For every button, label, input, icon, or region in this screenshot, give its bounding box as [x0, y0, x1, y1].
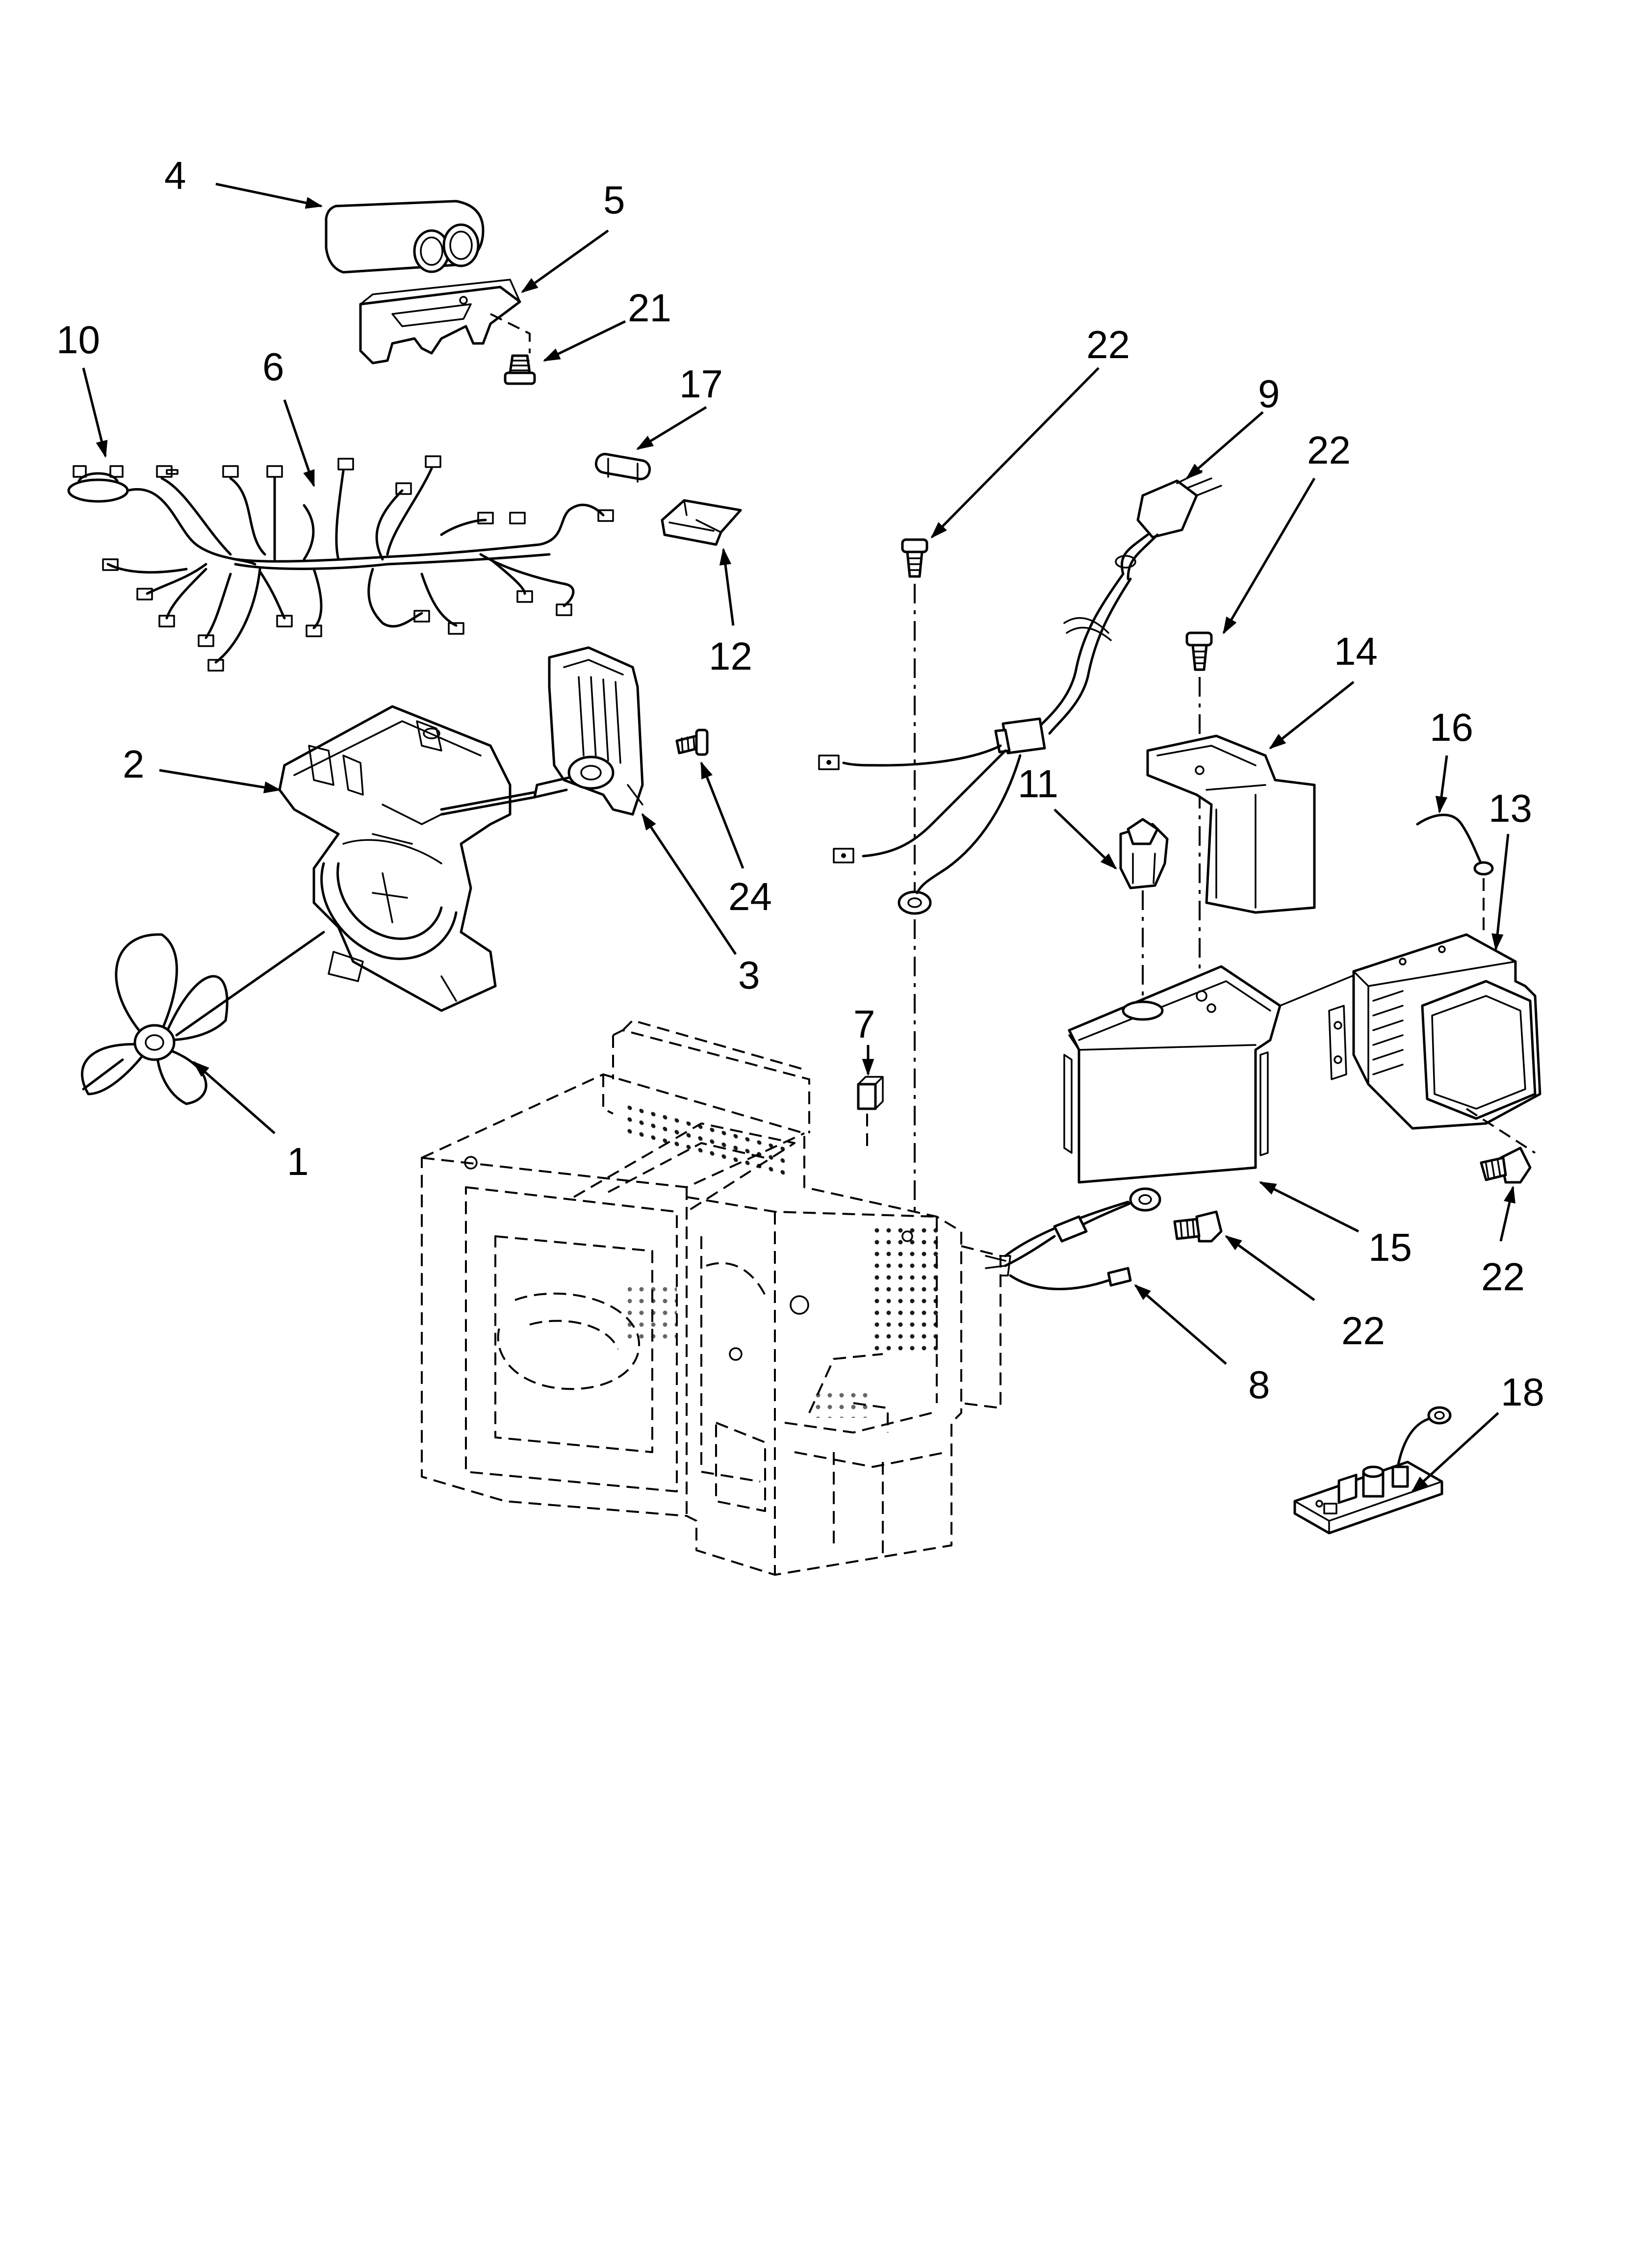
leader-22a	[930, 367, 1100, 539]
microwave-cavity-outline	[421, 1019, 1001, 1576]
callout-21: 21	[628, 286, 671, 330]
callout-8: 8	[1248, 1363, 1270, 1407]
leader-10	[82, 367, 108, 458]
callout-15: 15	[1368, 1225, 1412, 1269]
callout-4: 4	[164, 154, 186, 197]
transformer-part	[1328, 933, 1541, 1154]
callout-6: 6	[262, 345, 284, 389]
leader-3	[641, 813, 737, 955]
fuse-part	[594, 453, 651, 483]
screw-22d-part	[1173, 1210, 1223, 1243]
fan-housing-part	[278, 705, 512, 1012]
leader-18	[1411, 1412, 1499, 1493]
leader-11	[1053, 808, 1117, 870]
leader-9	[1185, 411, 1264, 480]
hv-part-11	[1119, 818, 1169, 1006]
leader-22d	[1225, 1235, 1315, 1302]
callout-2: 2	[123, 742, 145, 786]
callout-22a: 22	[1086, 323, 1130, 366]
screw-22a-part	[898, 538, 932, 1217]
leader-2	[159, 769, 282, 794]
leader-24	[700, 761, 744, 869]
callout-22b: 22	[1307, 428, 1351, 472]
screw-24-part	[675, 729, 709, 756]
callout-1: 1	[287, 1140, 309, 1183]
callout-14: 14	[1334, 629, 1378, 673]
callout-12: 12	[709, 634, 752, 678]
leader-12	[719, 547, 735, 626]
fan-blade-part	[81, 931, 325, 1105]
capacitor-bracket-part	[359, 279, 531, 365]
callout-22c: 22	[1481, 1255, 1525, 1299]
leader-22c	[1499, 1185, 1515, 1242]
callout-17: 17	[679, 362, 723, 406]
bracket-14-part	[1146, 734, 1316, 914]
connector-7-part	[857, 1076, 884, 1153]
thermal-cutoff-part	[67, 465, 129, 503]
callout-9: 9	[1258, 372, 1280, 416]
callout-labels: 4 5 21 10 6 17 12 22 9 22 14 16 13 11 2 …	[56, 154, 1544, 1414]
leader-15	[1258, 1181, 1360, 1233]
wire-harness-part	[102, 455, 614, 672]
leader-6	[283, 399, 315, 488]
fan-motor-part	[440, 646, 644, 816]
power-cord-part	[818, 470, 1222, 894]
screw-22c-part	[1480, 1147, 1532, 1184]
leader-lines	[82, 182, 1515, 1493]
leader-14	[1269, 681, 1355, 750]
ground-harness-part	[985, 1187, 1161, 1290]
leader-5	[521, 229, 609, 293]
leader-16	[1435, 755, 1448, 814]
callout-16: 16	[1430, 705, 1473, 749]
leader-8	[1134, 1284, 1227, 1365]
callout-11: 11	[1018, 762, 1058, 806]
callout-3: 3	[738, 953, 760, 997]
callout-18: 18	[1501, 1370, 1544, 1414]
leader-4	[215, 182, 323, 209]
callout-10: 10	[56, 318, 100, 362]
callout-13: 13	[1488, 786, 1532, 830]
screw-22b-part	[1185, 631, 1213, 986]
mounting-plate-part	[1063, 965, 1364, 1184]
fuse-holder-part	[661, 499, 742, 546]
capacitor-part	[325, 200, 485, 274]
leader-13	[1491, 834, 1510, 951]
callout-5: 5	[603, 178, 625, 222]
circuit-board-part	[1293, 1406, 1452, 1535]
callout-7: 7	[853, 1002, 875, 1046]
leader-1	[192, 1061, 276, 1134]
screw-21-part	[504, 354, 536, 385]
callout-22d: 22	[1341, 1309, 1385, 1353]
ground-wire-part	[1416, 813, 1494, 932]
leader-22b	[1222, 477, 1316, 635]
callout-24: 24	[728, 875, 772, 918]
leader-21	[542, 320, 626, 362]
leader-17	[636, 406, 707, 450]
